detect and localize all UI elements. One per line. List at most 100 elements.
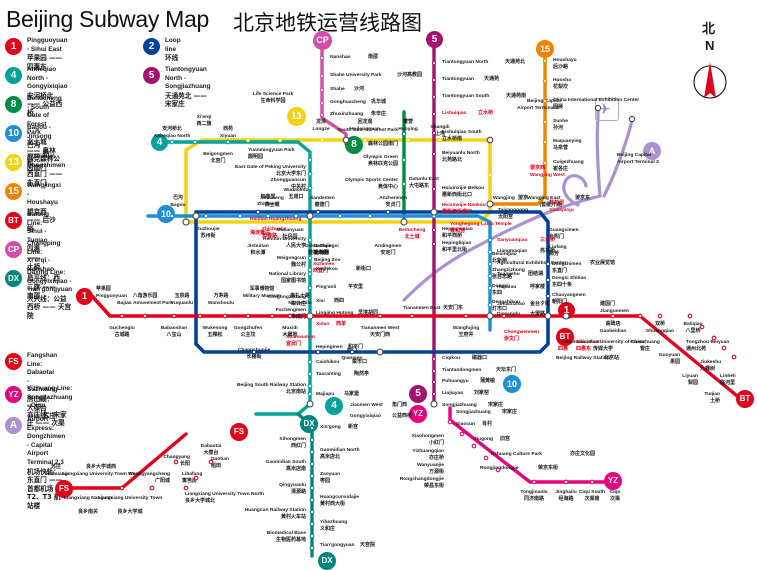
- station-label: Ciqikou: [442, 356, 460, 361]
- station-label-zh: 双桥: [655, 322, 665, 327]
- airport-t2-label-2: Airport Terminal 2: [517, 106, 559, 111]
- station-label: Mudanyuan: [276, 228, 304, 233]
- station-label-zh: 传媒大学: [592, 346, 614, 352]
- station-label: Puhuangyu: [442, 379, 469, 384]
- legend-label-en: Tiantongyuan North - Songjiazhuang: [165, 66, 211, 91]
- station-label: Pingguoyuan: [96, 294, 127, 299]
- map-badge-yz-north[interactable]: YZ: [409, 405, 427, 423]
- station-label: Tongzhou Beiyuan: [686, 340, 730, 345]
- station-label: Dabaotai: [200, 444, 222, 449]
- map-badge-5-south[interactable]: 5: [409, 385, 427, 403]
- station-label: Gonghuacheng: [330, 100, 366, 105]
- map-badge-4-south[interactable]: 4: [325, 397, 343, 415]
- station-label: Hujialou: [497, 285, 517, 290]
- station-label: Tuqiao: [704, 392, 720, 397]
- station-label-zh: 望京西: [530, 165, 546, 171]
- map-badge-5[interactable]: 5: [426, 31, 443, 48]
- station-label: Tian'gongyuan: [320, 543, 355, 548]
- airport-t3-label-1: Beijing Capital: [617, 153, 651, 158]
- map-badge-fs-north[interactable]: FS: [230, 423, 248, 441]
- station-label-zh: 西苑: [223, 127, 233, 132]
- map-badge-bt-east[interactable]: BT: [736, 390, 754, 408]
- station-label-zh: 通州北苑: [686, 346, 707, 352]
- station-label: Olympic Green: [363, 155, 398, 160]
- station-label: Qingyuanlu: [279, 483, 306, 488]
- station-label-zh: 东直门: [552, 268, 568, 274]
- station-label: Rongchangdongjie: [399, 477, 444, 482]
- station-label-zh: 建国门: [600, 301, 616, 307]
- station-label: Tongjinanlu: [520, 490, 548, 495]
- station-label-zh: 知春里: [260, 195, 276, 200]
- station-label: Hepingmen: [316, 345, 343, 350]
- station-label-zh: 崔各庄: [553, 166, 569, 172]
- map-badge-4[interactable]: 4: [151, 134, 168, 151]
- station-label: Baliqiao: [683, 322, 703, 327]
- station-label-zh: 公主坟: [240, 332, 256, 338]
- map-badge-10b[interactable]: 10: [503, 375, 521, 393]
- station-label-zh: 车公庄: [290, 301, 306, 307]
- station-label: Huangcunxidajie: [320, 495, 360, 500]
- station-label-zh: 天通苑南: [506, 93, 527, 99]
- station-label-zh: 荣京东街: [538, 465, 559, 471]
- station-label: Agricultural Exhibition Center: [497, 261, 567, 266]
- map-badge-dx-south[interactable]: DX: [318, 552, 336, 570]
- station-label: Guangyangcheng: [128, 472, 170, 477]
- map-badge-cp[interactable]: CP: [313, 31, 332, 50]
- map-badge-8[interactable]: 8: [345, 136, 363, 154]
- station-label: Biomedical Base: [266, 531, 306, 536]
- station-label-zh: 陶然亭: [354, 371, 370, 377]
- station-label-zh: 惠新西街南口: [442, 209, 473, 215]
- station-label: Datunlu East: [409, 177, 439, 182]
- legend-label-zh: 巴沟 —— 劲松: [27, 141, 50, 167]
- legend-label-zh: 安河桥北 —— 公益西桥: [27, 91, 63, 117]
- station-label-zh: 九棵树: [700, 366, 716, 372]
- station-label: Tuanjiehu: [497, 272, 520, 277]
- station-label: Yizhuangqiao: [412, 449, 444, 454]
- station-label-zh: 八宝山: [166, 332, 182, 338]
- station-label-zh: 管庄: [639, 346, 651, 352]
- station-label-zh: 沙河高教园: [397, 72, 423, 78]
- station-label: Beigongmen: [203, 152, 233, 157]
- map-badge-1-west[interactable]: 1: [76, 288, 93, 305]
- map-badge-a[interactable]: A: [643, 142, 661, 160]
- station-label-zh: 公益西桥: [392, 413, 413, 419]
- station-label: Jianguomen: [600, 309, 629, 314]
- map-badge-13[interactable]: 13: [287, 107, 306, 126]
- station-label-zh: 雍和宫: [450, 228, 466, 234]
- station-label: Lishuiqiao South: [442, 130, 482, 135]
- map-badge-10[interactable]: 10: [157, 205, 175, 223]
- station-label: Gulou Dajie: [304, 244, 332, 249]
- station-label-zh: 安贞门: [385, 202, 401, 208]
- station-label: Wanyuanjie: [417, 463, 444, 468]
- station-label: Jiugong: [474, 437, 494, 442]
- map-badge-bt-west[interactable]: BT: [556, 328, 574, 346]
- station-label-zh: 次渠: [609, 496, 621, 502]
- legend-label-zh: 机场快轨：东直门 —— 首都机场 T2、T3 航站楼: [27, 467, 63, 510]
- station-label: Zhichunlu: [262, 227, 286, 232]
- station-label: Tiantongyuan North: [442, 60, 489, 65]
- line-badge-8: 8: [5, 96, 22, 113]
- station-label: South Gate of Forest Park: [337, 128, 398, 133]
- station-label-zh: 亦庄桥: [428, 455, 444, 461]
- station-label-zh: 崇文门: [504, 336, 520, 342]
- station-label-zh: 大望路: [530, 311, 546, 317]
- station-label: Weigongcun: [276, 256, 306, 261]
- map-badge-15[interactable]: 15: [536, 40, 554, 58]
- station-label: Guangximen: [549, 228, 579, 233]
- station-label: Liangxiang University Town: [97, 496, 163, 501]
- station-label: Yuanmingyuan Park: [248, 148, 295, 153]
- station-label: Bagou: [170, 203, 186, 208]
- line-badge-10: 10: [5, 125, 22, 142]
- station-label: Yizhuang Culture Park: [490, 452, 542, 457]
- station-label-zh: 望京: [518, 195, 529, 201]
- airport-t3-label-2: Airport Terminal 3: [617, 160, 659, 165]
- station-label: Xisi: [316, 299, 325, 304]
- map-badge-1-east[interactable]: 1: [558, 302, 575, 319]
- station-label: Gaobeidian: [599, 329, 627, 334]
- station-label: Huosha: [553, 78, 571, 83]
- line-badge-4: 4: [5, 67, 22, 84]
- station-label: Babaoshan: [160, 326, 188, 331]
- map-badge-fs-west[interactable]: FS: [55, 480, 73, 498]
- map-badge-yz-east[interactable]: YZ: [604, 472, 622, 490]
- station-label-zh: 天坛东门: [496, 367, 517, 373]
